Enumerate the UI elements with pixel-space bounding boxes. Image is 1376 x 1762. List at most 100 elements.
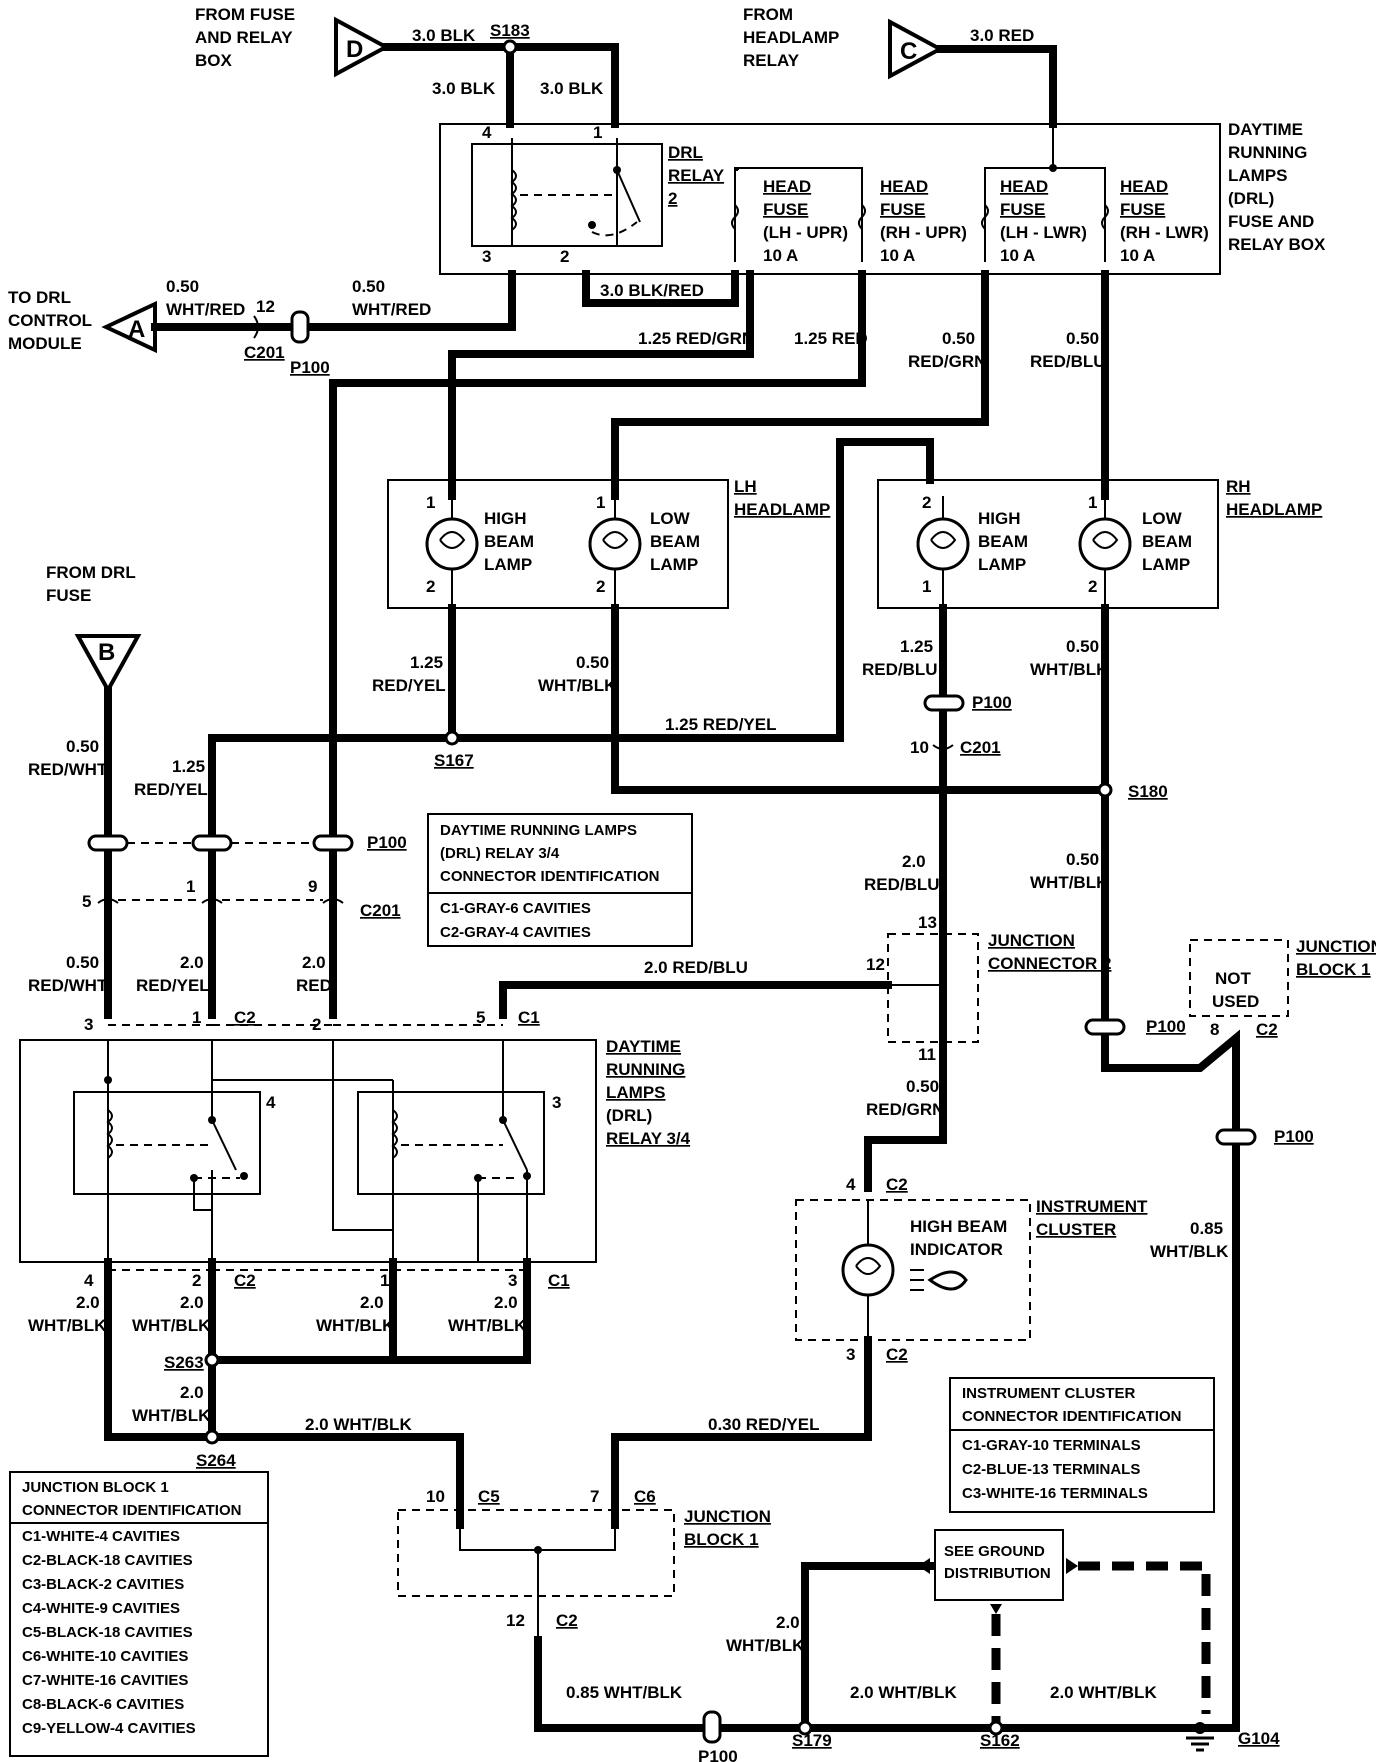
diagram-label: RUNNING <box>606 1060 685 1079</box>
diagram-label: 0.50 <box>1066 850 1099 869</box>
diagram-label: LAMP <box>1142 555 1190 574</box>
p100-c201-row: P100 5 1 9 C201 <box>82 833 407 920</box>
diagram-label: 4 <box>84 1271 94 1290</box>
diagram-label: 8 <box>1210 1020 1219 1039</box>
diagram-label: S264 <box>196 1451 236 1470</box>
diagram-label: RED/YEL <box>372 676 446 695</box>
diagram-label: 2 <box>596 577 605 596</box>
diagram-label: WHT/BLK <box>132 1316 211 1335</box>
diagram-label: C2 <box>886 1345 908 1364</box>
diagram-label: (DRL) <box>606 1106 652 1125</box>
diagram-label: CONNECTOR IDENTIFICATION <box>962 1408 1181 1425</box>
diagram-label: P100 <box>1146 1017 1186 1036</box>
diagram-label: 3 <box>508 1271 517 1290</box>
lh-low-beam-icon: LOW BEAM LAMP 1 2 <box>588 493 700 608</box>
fuse-rh-upr: HEAD FUSE (RH - UPR) 10 A <box>858 170 967 265</box>
fuse-lh-upr: HEAD FUSE (LH - UPR) 10 A <box>731 168 848 265</box>
wire-s167-rh-high <box>208 438 934 1019</box>
diagram-label: BLOCK 1 <box>684 1530 759 1549</box>
diagram-label: 1.25 <box>172 757 205 776</box>
wire-lh-low-out <box>611 604 1109 794</box>
junction-block-bottom: 10 C5 7 C6 12 C2 <box>397 1487 675 1640</box>
diagram-label: LOW <box>650 509 691 528</box>
diagram-label: 2 <box>668 189 677 208</box>
diagram-label: LOW <box>1142 509 1183 528</box>
rh-headlamp-box <box>877 479 1219 609</box>
drl-relay-2-label: DRL RELAY 2 <box>668 143 725 208</box>
bottom-p100-icon: P100 <box>698 1710 738 1762</box>
diagram-label: HEAD <box>880 177 928 196</box>
diagram-label: 7 <box>590 1487 599 1506</box>
diagram-label: 12 <box>506 1611 525 1630</box>
diagram-label: 1.25 RED/GRN <box>638 329 754 348</box>
diagram-label: SEE GROUND <box>944 1543 1045 1560</box>
diagram-label: 0.85 <box>1190 1219 1223 1238</box>
drl-relay-pins-bottom: 4 2 C2 1 3 C1 <box>84 1269 570 1290</box>
diagram-label: C201 <box>360 901 401 920</box>
diagram-label: 3 <box>84 1015 93 1034</box>
diagram-label: BEAM <box>1142 532 1192 551</box>
diagram-label: JUNCTION <box>988 931 1075 950</box>
diagram-label: 0.50 <box>1066 637 1099 656</box>
diagram-label: WHT/BLK <box>28 1316 107 1335</box>
diagram-label: RED/BLU <box>864 875 940 894</box>
diagram-label: FROM <box>743 5 793 24</box>
diagram-label: 13 <box>918 913 937 932</box>
diagram-label: WHT/BLK <box>316 1316 395 1335</box>
diagram-label: C8-BLACK-6 CAVITIES <box>22 1696 184 1713</box>
diagram-label: JUNCTION <box>684 1507 771 1526</box>
diagram-label: C1 <box>518 1008 540 1027</box>
drl-fuse-box-title: DAYTIME RUNNING LAMPS (DRL) FUSE AND REL… <box>1228 120 1326 254</box>
diagram-label: 2.0 <box>180 953 204 972</box>
diagram-label: 5 <box>82 892 91 911</box>
diagram-label: (DRL) <box>1228 189 1274 208</box>
diagram-label: S183 <box>490 21 530 40</box>
drl-fuse-relay-box <box>439 123 1221 275</box>
diagram-label: 2.0 <box>180 1293 204 1312</box>
diagram-label: RELAY <box>668 166 725 185</box>
diagram-label: RED/WHT <box>28 760 108 779</box>
diagram-label: 2.0 <box>902 852 926 871</box>
diagram-label: S162 <box>980 1731 1020 1750</box>
diagram-label: FUSE <box>46 586 91 605</box>
diagram-label: LAMP <box>484 555 532 574</box>
wire-ic-ry <box>611 1336 872 1529</box>
diagram-label: FROM FUSE <box>195 5 295 24</box>
diagram-label: FUSE <box>1120 200 1165 219</box>
drl-relay-2: 4 1 3 2 <box>471 123 663 266</box>
diagram-label: 2.0 WHT/BLK <box>1050 1683 1157 1702</box>
diagram-label: C5 <box>478 1487 500 1506</box>
diagram-label: 1 <box>596 493 605 512</box>
diagram-label: RED/GRN <box>866 1100 944 1119</box>
diagram-label: 1 <box>186 877 195 896</box>
diagram-label: 3.0 BLK <box>540 79 604 98</box>
fuse-lh-lwr: HEAD FUSE (LH - LWR) 10 A <box>981 170 1087 265</box>
diagram-label: 2.0 <box>360 1293 384 1312</box>
diagram-label: LAMP <box>650 555 698 574</box>
diagram-label: AND RELAY <box>195 28 293 47</box>
diagram-label: 1 <box>192 1008 201 1027</box>
diagram-label: CLUSTER <box>1036 1220 1116 1239</box>
diagram-label: CONNECTOR 2 <box>988 954 1111 973</box>
diagram-label: 3.0 RED <box>970 26 1034 45</box>
diagram-label: P100 <box>290 358 330 377</box>
diagram-label: 2 <box>922 493 931 512</box>
junction-block-bottom-title: JUNCTION BLOCK 1 <box>684 1507 771 1549</box>
diagram-label: MODULE <box>8 334 82 353</box>
lh-headlamp-box <box>387 479 729 609</box>
jb-p100-icons: P100 P100 <box>1084 1017 1314 1146</box>
fuse-rh-lwr: HEAD FUSE (RH - LWR) 10 A <box>1101 170 1209 265</box>
diagram-label: A <box>128 316 145 343</box>
diagram-label: 2 <box>312 1015 321 1034</box>
diagram-label: 10 A <box>1000 246 1035 265</box>
diagram-label: CONNECTOR IDENTIFICATION <box>22 1502 241 1519</box>
wire-lh-lwr <box>611 270 989 500</box>
diagram-label: LAMP <box>978 555 1026 574</box>
diagram-label: 3 <box>846 1345 855 1364</box>
connector-d-icon: D <box>334 16 391 78</box>
diagram-label: FUSE <box>763 200 808 219</box>
diagram-label: 2 <box>560 247 569 266</box>
diagram-label: 2.0 WHT/BLK <box>305 1415 412 1434</box>
diagram-label: 1 <box>426 493 435 512</box>
ground-distribution-box: SEE GROUND DISTRIBUTION <box>918 1529 1078 1614</box>
